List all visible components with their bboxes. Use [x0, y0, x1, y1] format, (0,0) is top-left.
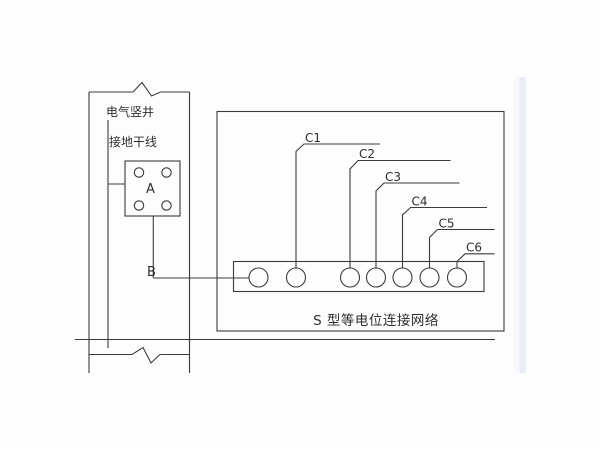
- terminal-a-hole: [161, 200, 172, 211]
- branch-line-c5: [428, 228, 495, 268]
- electrical-shaft: [88, 81, 191, 373]
- terminal-a-hole: [133, 200, 145, 211]
- terminal-board-a: A: [124, 160, 181, 217]
- branch-label-c2: C2: [359, 147, 375, 161]
- terminal-a-hole: [161, 167, 172, 178]
- branch-label-c5: C5: [439, 217, 455, 231]
- terminal-board-a-outline: [124, 160, 181, 217]
- branch-label-c1: C1: [305, 131, 321, 145]
- terminal-circle-c6: [446, 267, 468, 288]
- shaft-bottom-break-line: [89, 346, 190, 364]
- terminal-bar-outline: [232, 260, 485, 293]
- branch-line-c4: [401, 206, 487, 268]
- terminal-circle-b: [248, 267, 269, 288]
- shaft-top-break-line: [89, 81, 190, 97]
- branch-line-c6: [456, 253, 495, 268]
- terminal-circle-c1: [285, 267, 307, 288]
- shaft-label: 电气竖井: [106, 104, 154, 119]
- branch-label-c4: C4: [412, 195, 428, 209]
- network-enclosure-box: [216, 110, 505, 332]
- scrollbar-strip-faint: [514, 77, 520, 373]
- terminal-circle-c2: [339, 267, 361, 288]
- branch-line-c2: [349, 159, 451, 268]
- branch-c4: C4: [401, 195, 487, 268]
- equipotential-terminal-bar: [232, 260, 485, 293]
- branch-label-c3: C3: [385, 170, 401, 184]
- network-title: S 型等电位连接网络: [313, 312, 439, 329]
- branch-c6: C6: [456, 241, 495, 268]
- terminal-circle-c4: [392, 267, 413, 288]
- branch-c2: C2: [349, 147, 451, 268]
- branch-c3: C3: [375, 170, 460, 268]
- terminal-circle-c5: [419, 267, 440, 288]
- terminal-a-hole: [133, 167, 145, 178]
- branch-label-c6: C6: [466, 241, 482, 255]
- scrollbar-strip: [519, 77, 526, 373]
- terminal-circle-c3: [365, 267, 387, 288]
- branch-c5: C5: [428, 217, 495, 268]
- grounding-bus-label: 接地干线: [109, 134, 157, 149]
- terminal-board-a-label: A: [146, 182, 155, 197]
- branch-c1: C1: [295, 131, 380, 268]
- branch-line-c3: [375, 182, 460, 268]
- node-b-label: B: [147, 265, 156, 280]
- branch-line-c1: [295, 143, 380, 268]
